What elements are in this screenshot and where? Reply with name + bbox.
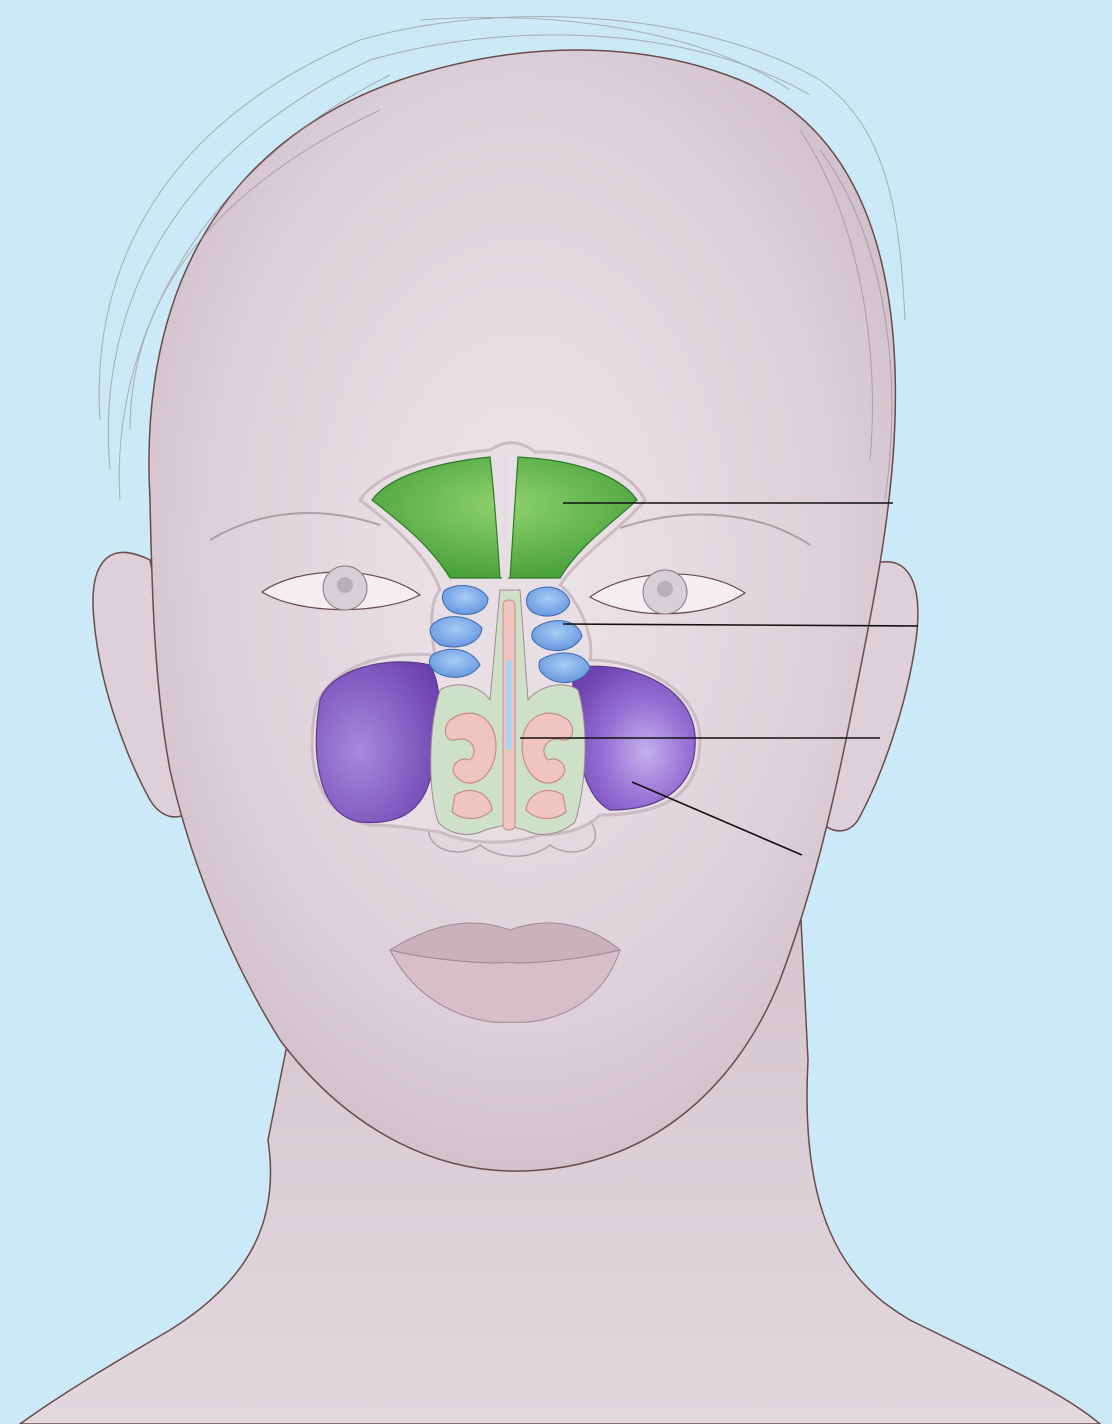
septum-core: [506, 660, 512, 750]
left-maxillary-sinus: [316, 662, 439, 823]
